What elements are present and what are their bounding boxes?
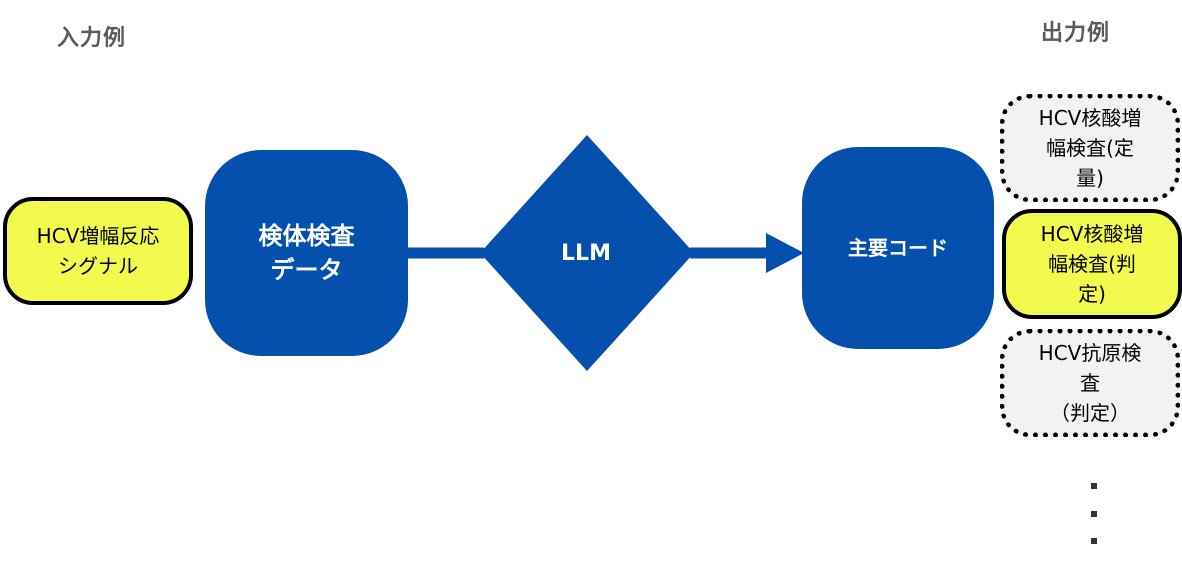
input-signal-box: HCV増幅反応 シグナル	[3, 197, 193, 305]
more-outputs-dot	[1091, 483, 1097, 489]
llm-diamond	[480, 135, 694, 371]
specimen-test-data-box: 検体検査 データ	[205, 150, 408, 356]
more-outputs-dot	[1091, 538, 1097, 544]
output-example-heading: 出力例	[1041, 21, 1111, 46]
input-example-heading: 入力例	[57, 26, 127, 51]
output-candidate-qualitative-selected: HCV核酸増 幅検査(判 定)	[1002, 209, 1182, 319]
output-candidate-antigen: HCV抗原検 査 （判定）	[1000, 329, 1180, 437]
more-outputs-dot	[1091, 511, 1097, 517]
primary-code-box: 主要コード	[802, 147, 994, 349]
arrow-head-icon	[766, 233, 804, 273]
output-candidate-quantitative: HCV核酸増 幅検査(定 量)	[1000, 94, 1180, 202]
llm-label: LLM	[561, 240, 611, 266]
